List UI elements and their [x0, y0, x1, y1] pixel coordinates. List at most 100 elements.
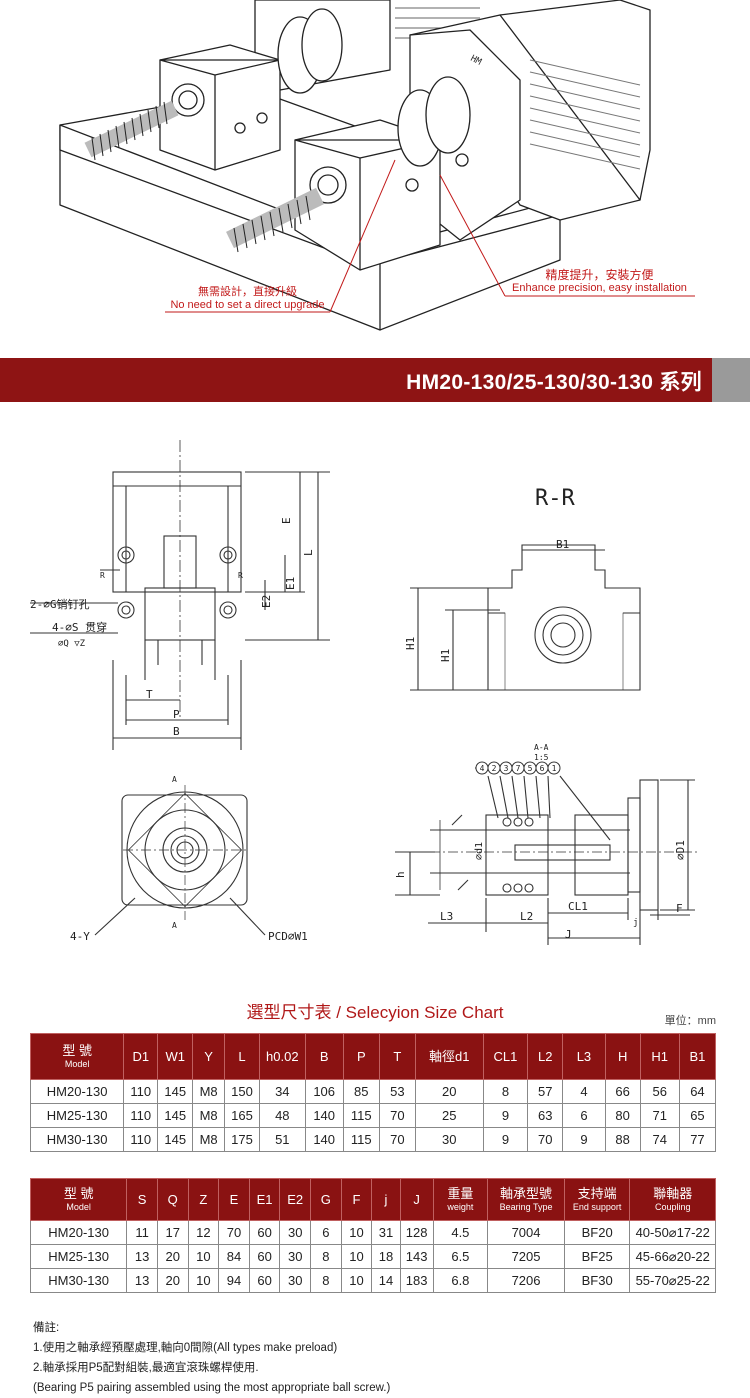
column-header-label: CL1 [493, 1048, 518, 1064]
banner-red-bar [0, 358, 712, 402]
label-dim-t: T [146, 688, 153, 701]
table-cell: 7004 [487, 1220, 565, 1245]
model-cell: HM30-130 [29, 1268, 128, 1293]
table-cell: 140 [304, 1103, 344, 1128]
note-1: 1.使用之軸承經預壓處理,軸向0間隙(All types make preloa… [33, 1342, 338, 1354]
column-header-label: Y [204, 1048, 213, 1064]
column-header-label: j [384, 1191, 388, 1207]
column-header: H [604, 1033, 641, 1080]
column-header-label: 型 號 [63, 1186, 94, 1201]
part-label: 6 [540, 764, 545, 773]
table-cell: 9 [482, 1127, 529, 1152]
table-cell: 60 [248, 1220, 281, 1245]
table-cell: 51 [259, 1127, 306, 1152]
model-cell: HM30-130 [29, 1127, 125, 1152]
label-dim-e1: E1 [284, 577, 297, 590]
column-header: F [340, 1178, 373, 1221]
label-dim-b1: B1 [556, 538, 569, 551]
column-header-label: 聯軸器 [653, 1186, 693, 1201]
column-header-label: L2 [538, 1048, 553, 1064]
table-cell: 110 [123, 1103, 159, 1128]
table-cell: 10 [187, 1244, 220, 1269]
table-cell: 30 [279, 1244, 312, 1269]
table-cell: 65 [678, 1103, 717, 1128]
column-header: P [342, 1033, 380, 1080]
table-cell: 165 [224, 1103, 260, 1128]
table-cell: 8 [482, 1079, 529, 1104]
column-header-label: W1 [165, 1048, 185, 1064]
column-header-sublabel: Coupling [654, 1202, 691, 1212]
table-cell: 20 [414, 1079, 484, 1104]
column-header: T [378, 1033, 416, 1080]
part-label: 1 [552, 764, 557, 773]
table-cell: 183 [399, 1268, 434, 1293]
column-header-label: F [352, 1191, 361, 1207]
table-cell: 10 [187, 1268, 220, 1293]
table-cell: 30 [279, 1220, 312, 1245]
table-cell: 10 [340, 1244, 373, 1269]
column-header: Z [187, 1178, 220, 1221]
notes-heading: 備註: [33, 1322, 60, 1334]
column-header-label: E1 [256, 1191, 273, 1207]
table-cell: 4 [562, 1079, 606, 1104]
part-label: 4 [480, 764, 485, 773]
table-cell: 4.5 [432, 1220, 489, 1245]
table-cell: 20 [156, 1244, 189, 1269]
callout-right-cn: 精度提升，安裝方便 [545, 268, 654, 282]
table-cell: BF30 [563, 1268, 631, 1293]
column-header-label: Q [167, 1191, 178, 1207]
column-header: j [371, 1178, 401, 1221]
column-header-label: Z [199, 1191, 208, 1207]
table-cell: 115 [342, 1127, 380, 1152]
table-cell: 110 [123, 1127, 159, 1152]
note-3: (Bearing P5 pairing assembled using the … [33, 1382, 391, 1394]
table-cell: 25 [414, 1103, 484, 1128]
table-cell: 6.5 [432, 1244, 489, 1269]
label-dim-cl1: CL1 [568, 900, 588, 913]
table-cell: 115 [342, 1103, 380, 1128]
table-cell: M8 [192, 1079, 226, 1104]
label-a-top: A [172, 775, 177, 784]
model-cell: HM25-130 [29, 1244, 128, 1269]
column-header-label: H1 [651, 1048, 669, 1064]
column-header-label: B [319, 1048, 329, 1064]
note-2: 2.軸承採用P5配對組裝,最適宜滾珠螺桿使用. [33, 1362, 259, 1374]
label-dim-h1b: H1 [439, 649, 452, 662]
column-header-sublabel: End support [572, 1202, 622, 1212]
table-cell: 106 [304, 1079, 344, 1104]
table-cell: 40-50⌀17-22 [629, 1220, 716, 1245]
column-header: B1 [678, 1033, 717, 1080]
table-cell: 7205 [487, 1244, 565, 1269]
table-cell: 7206 [487, 1268, 565, 1293]
table-cell: 48 [259, 1103, 306, 1128]
table-cell: 145 [157, 1079, 194, 1104]
table-cell: 20 [156, 1268, 189, 1293]
callout-left: 無需設計，直接升級 No need to set a direct upgrad… [160, 286, 335, 312]
table-cell: BF25 [563, 1244, 631, 1269]
table-cell: 34 [259, 1079, 306, 1104]
table-cell: 145 [157, 1127, 194, 1152]
table-cell: 13 [126, 1268, 158, 1293]
table-cell: 66 [604, 1079, 641, 1104]
model-cell: HM20-130 [29, 1220, 128, 1245]
label-section-aa: A-A [534, 743, 549, 752]
table-cell: 55-70⌀25-22 [629, 1268, 716, 1293]
column-header: Y [192, 1033, 226, 1080]
table-cell: 63 [527, 1103, 564, 1128]
table-cell: 94 [218, 1268, 250, 1293]
table-cell: 30 [279, 1268, 312, 1293]
table-cell: 9 [562, 1127, 606, 1152]
callout-left-en: No need to set a direct upgrade [170, 299, 325, 311]
table-cell: 18 [371, 1244, 401, 1269]
callout-right: 精度提升，安裝方便 Enhance precision, easy instal… [502, 269, 697, 295]
table-cell: 84 [218, 1244, 250, 1269]
label-dim-l3: L3 [440, 910, 453, 923]
table-cell: 77 [678, 1127, 717, 1152]
table-cell: 53 [378, 1079, 416, 1104]
table-cell: 175 [224, 1127, 260, 1152]
